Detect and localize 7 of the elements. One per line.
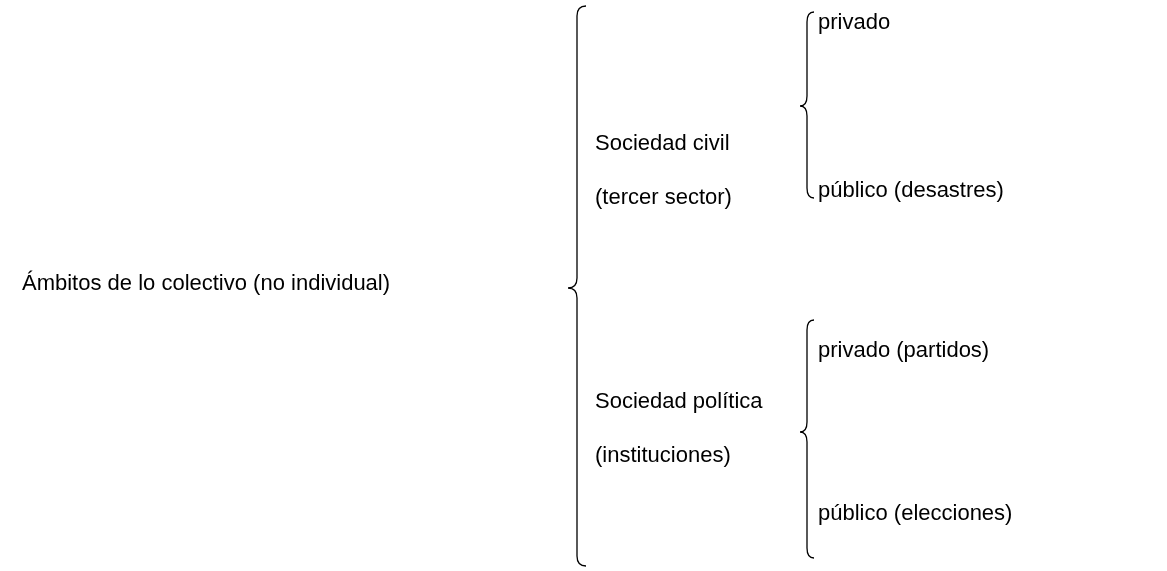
subcategory-label: privado (partidos) [818, 336, 990, 364]
category-label: Sociedad política (instituciones) [595, 387, 764, 469]
root-label: Ámbitos de lo colectivo (no individual) [22, 269, 391, 297]
subcategory-label: público (elecciones) [818, 499, 1013, 527]
subcategory-label: público (desastres) [818, 176, 1004, 204]
category-label: Sociedad civil (tercer sector) [595, 129, 733, 211]
subcategory-label: privado [818, 8, 891, 36]
